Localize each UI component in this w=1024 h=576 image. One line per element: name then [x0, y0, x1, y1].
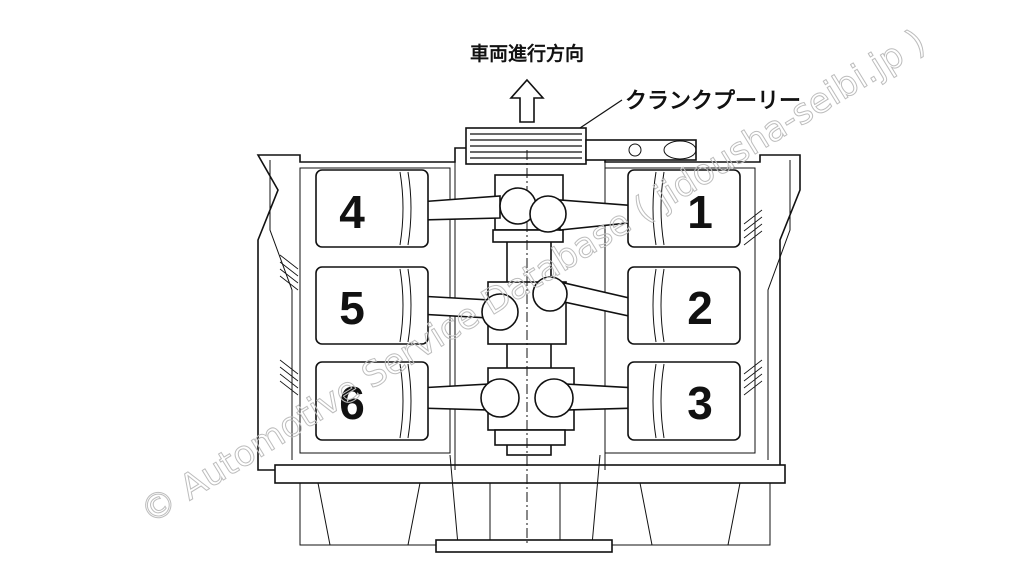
- cylinder-3: 3: [627, 361, 741, 441]
- cylinder-number-4: 4: [339, 186, 365, 238]
- connecting-rods: [417, 187, 639, 418]
- pulley-label: クランクプーリー: [625, 89, 801, 114]
- cylinder-2: 2: [627, 266, 741, 345]
- cylinder-number-1: 1: [687, 186, 713, 238]
- crankshaft: [487, 150, 575, 545]
- leader-line: [579, 99, 623, 129]
- cylinder-number-2: 2: [687, 282, 713, 334]
- crank-pulley: [465, 127, 697, 165]
- cylinder-1: 1: [627, 169, 741, 248]
- cylinder-5: 5: [315, 266, 429, 345]
- cylinder-number-5: 5: [339, 282, 365, 334]
- arrow-up-icon: [509, 78, 545, 123]
- cylinder-number-3: 3: [687, 377, 713, 429]
- direction-label: 車両進行方向: [470, 42, 584, 65]
- cylinder-4: 4: [315, 169, 429, 248]
- cylinder-number-6: 6: [339, 377, 365, 429]
- cylinder-6: 6: [315, 361, 429, 441]
